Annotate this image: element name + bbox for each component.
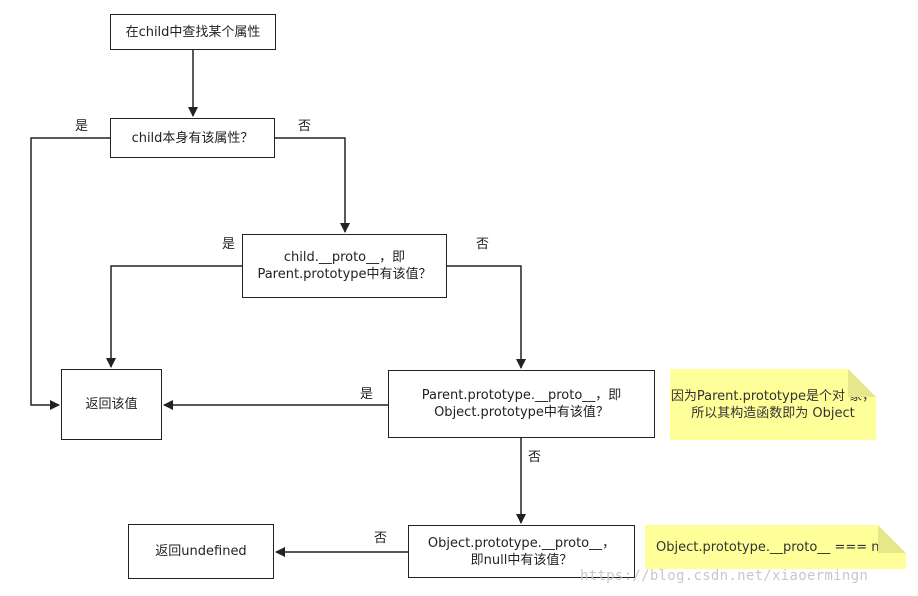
node-check-proto-line-1: child.__proto__，即 (283, 250, 406, 265)
label-parent-proto-no: 否 (528, 450, 542, 465)
node-return-undefined-text: 返回undefined (155, 544, 247, 559)
watermark: https://blog.csdn.net/xiaoermingn (580, 568, 869, 584)
note-parent-prototype-line-1: 因为Parent.prototype是个对 (670, 388, 845, 404)
note-fold-corner (878, 525, 906, 553)
label-object-proto-no: 否 (374, 531, 388, 546)
node-check-parent-proto: Parent.prototype.__proto__，即 Object.prot… (388, 370, 655, 438)
node-check-own-text: child本身有该属性？ (131, 130, 254, 146)
node-check-own: child本身有该属性？ (110, 118, 275, 158)
note-object-prototype-line-1: Object.prototype.__proto__ === (656, 539, 868, 555)
node-return-undefined: 返回undefined (128, 524, 274, 579)
node-return-value-text: 返回该值 (85, 397, 138, 412)
label-proto-no: 否 (476, 237, 490, 252)
node-check-proto: child.__proto__，即 Parent.prototype中有该值？ (242, 234, 447, 298)
edge-own-no (275, 137, 350, 233)
node-return-value: 返回该值 (61, 369, 162, 440)
node-start: 在child中查找某个属性 (110, 14, 276, 50)
edge-proto-yes (106, 265, 242, 368)
node-check-object-proto: Object.prototype.__proto__， 即null中有该值？ (408, 525, 635, 578)
node-check-object-proto-line-2: 即null中有该值？ (470, 552, 573, 568)
edge-own-yes (30, 137, 110, 410)
node-check-parent-proto-line-1: Parent.prototype.__proto__，即 (421, 388, 622, 403)
node-check-parent-proto-line-2: Object.prototype中有该值？ (434, 405, 609, 420)
label-proto-yes: 是 (222, 237, 236, 252)
node-check-proto-line-2: Parent.prototype中有该值？ (257, 267, 432, 282)
node-start-text: 在child中查找某个属性 (125, 24, 261, 40)
note-parent-prototype-line-3: Object (812, 405, 855, 421)
label-own-yes: 是 (75, 119, 89, 134)
note-object-prototype: Object.prototype.__proto__ === null (645, 525, 906, 569)
label-parent-proto-yes: 是 (360, 387, 374, 402)
note-fold-corner (848, 369, 876, 397)
edge-proto-no (447, 265, 526, 369)
note-parent-prototype: 因为Parent.prototype是个对 象，所以其构造函数即为 Object (670, 369, 876, 440)
label-own-no: 否 (298, 119, 312, 134)
node-check-object-proto-line-1: Object.prototype.__proto__， (427, 535, 616, 551)
